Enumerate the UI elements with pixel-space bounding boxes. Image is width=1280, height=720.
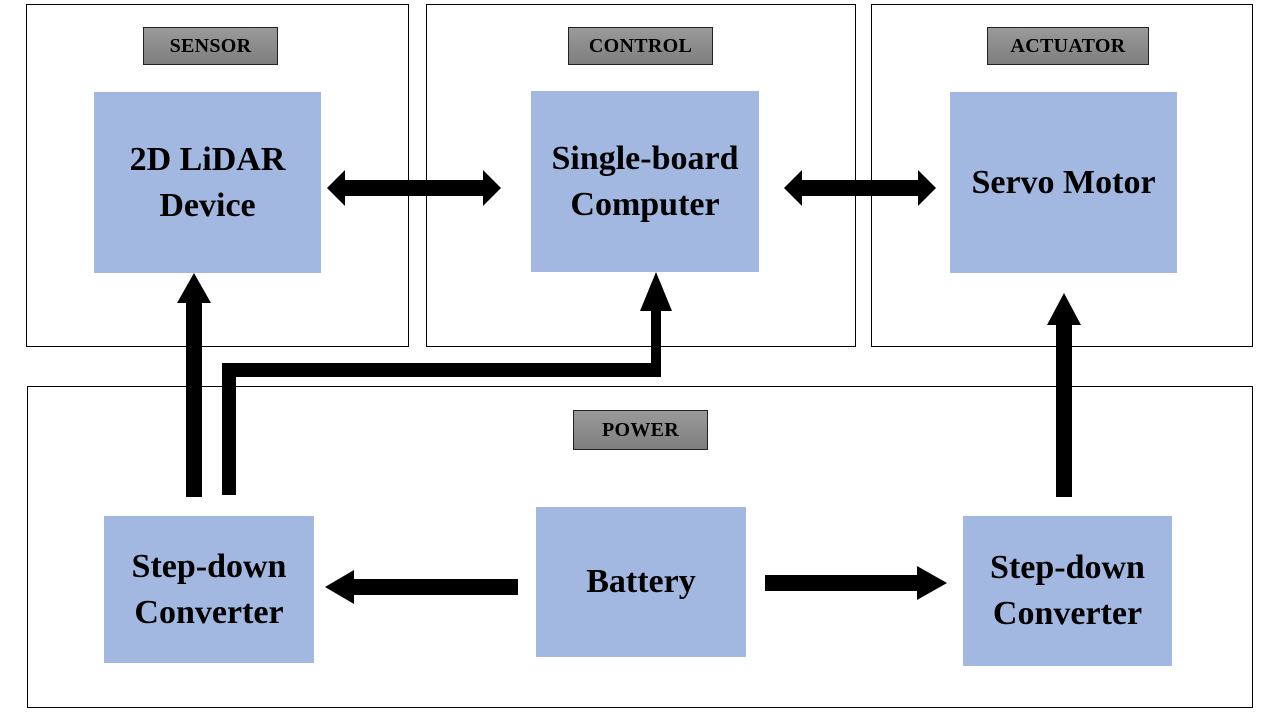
battery-to-right-converter-arrow [765, 566, 947, 600]
right-converter-label-line2: Converter [992, 595, 1143, 632]
single-board-computer-block: Single-board Computer [531, 91, 759, 272]
battery-block: Battery [536, 507, 746, 657]
right-converter-to-servo-arrow [1047, 293, 1081, 497]
control-tag: CONTROL [568, 27, 713, 65]
power-tag: POWER [573, 410, 708, 450]
left-converter-to-computer-arrow [222, 272, 672, 495]
lidar-device-label-line2: Device [159, 186, 256, 224]
right-step-down-converter-block: Step-down Converter [963, 516, 1172, 666]
computer-label-line1: Single-board [551, 139, 739, 177]
sensor-tag: SENSOR [143, 27, 278, 65]
lidar-device-label-line1: 2D LiDAR [129, 140, 286, 178]
computer-servo-double-arrow [784, 170, 936, 206]
lidar-computer-double-arrow [327, 170, 501, 206]
battery-label: Battery [586, 563, 696, 601]
servo-motor-label: Servo Motor [971, 163, 1156, 201]
computer-label-line2: Computer [570, 185, 720, 223]
right-converter-label-line1: Step-down [990, 549, 1145, 587]
lidar-device-block: 2D LiDAR Device [94, 92, 321, 273]
left-converter-label-line1: Step-down [131, 547, 287, 585]
battery-to-left-converter-arrow [325, 570, 518, 604]
left-step-down-converter-block: Step-down Converter [104, 516, 314, 663]
actuator-tag: ACTUATOR [987, 27, 1149, 65]
left-converter-label-line2: Converter [134, 593, 284, 631]
left-converter-to-lidar-arrow [177, 273, 211, 497]
servo-motor-block: Servo Motor [950, 92, 1177, 273]
